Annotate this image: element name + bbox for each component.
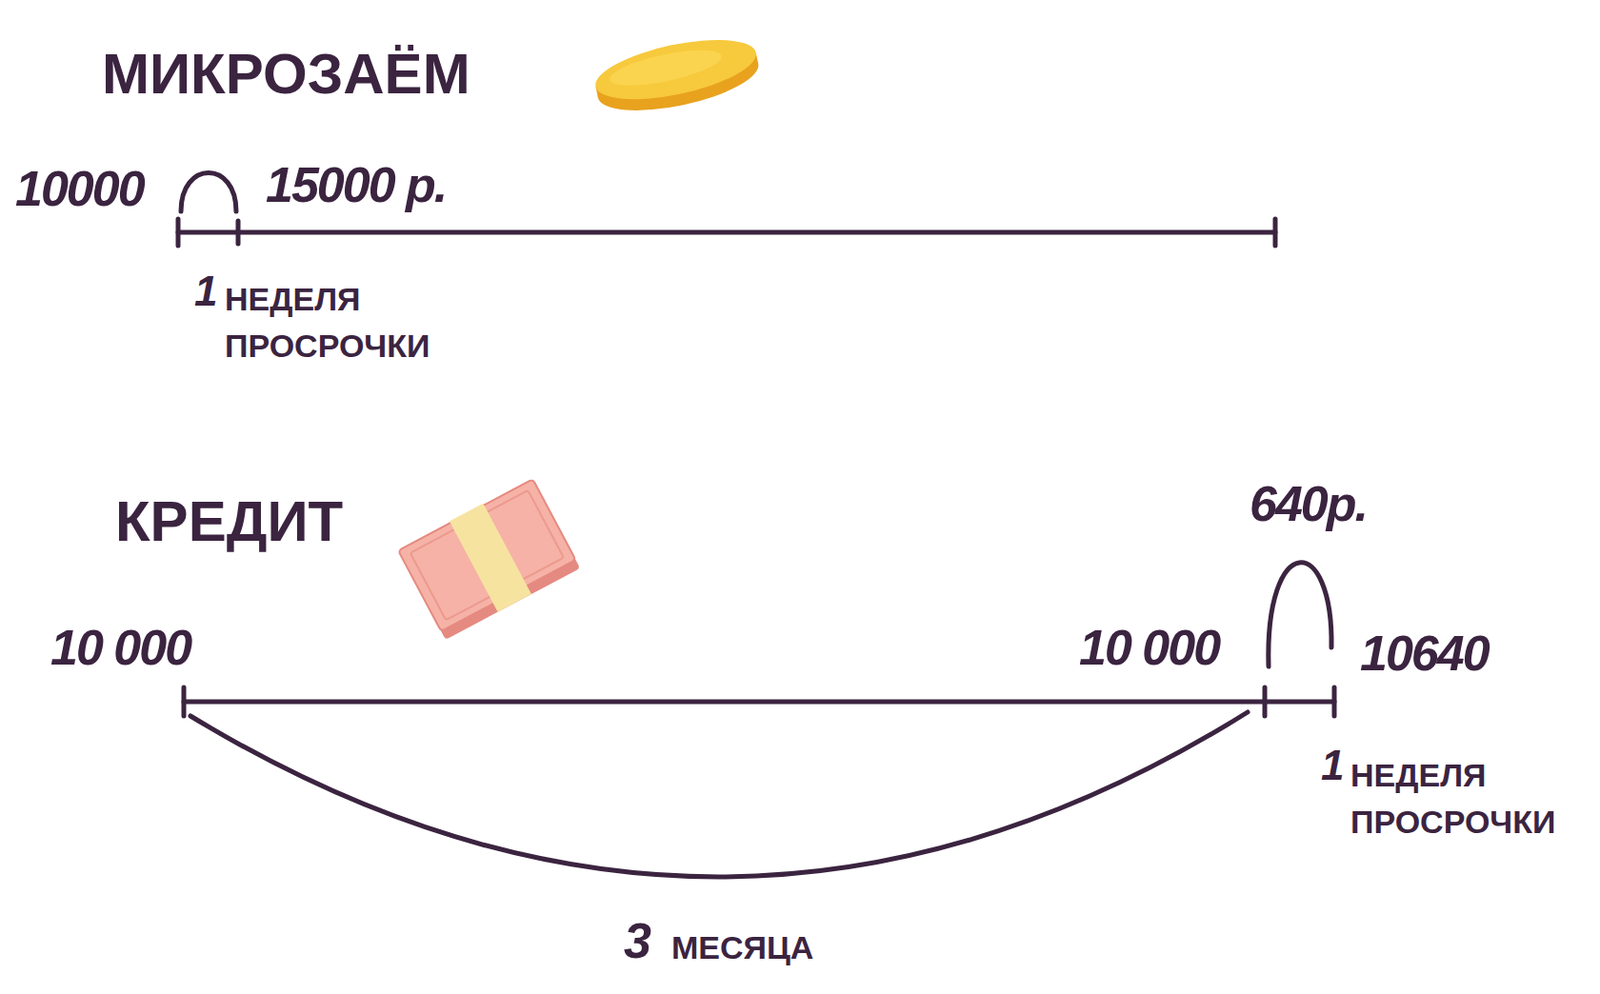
timeline-line (178, 230, 1276, 236)
tick (236, 220, 241, 244)
tick (1332, 687, 1338, 717)
period-note: НЕДЕЛЯ ПРОСРОЧКИ (1350, 752, 1570, 847)
money-icon (397, 477, 580, 640)
amount: 10640 (1360, 628, 1489, 679)
period-number: 3 (623, 916, 650, 966)
period-note: МЕСЯЦА (671, 931, 814, 964)
amount: 10000 (15, 163, 144, 214)
tick (1273, 219, 1279, 246)
interval-arc (190, 712, 1248, 878)
coin-icon (590, 28, 764, 122)
section-heading: КРЕДИТ (115, 493, 343, 551)
amount: 640р. (1249, 479, 1367, 529)
amount: 10 000 (1079, 622, 1220, 673)
section-heading: МИКРОЗАЁМ (101, 45, 471, 103)
period-note: НЕДЕЛЯ ПРОСРОЧКИ (224, 276, 444, 371)
amount: 15000 р. (265, 160, 446, 210)
interval-arc (1268, 562, 1332, 667)
period-number: 1 (1320, 744, 1342, 787)
amount: 10 000 (50, 622, 191, 673)
timeline-line (183, 700, 1335, 705)
tick (176, 219, 181, 246)
interval-arc (180, 173, 237, 213)
tick (1262, 687, 1268, 717)
period-number: 1 (194, 270, 216, 313)
tick (181, 687, 187, 717)
